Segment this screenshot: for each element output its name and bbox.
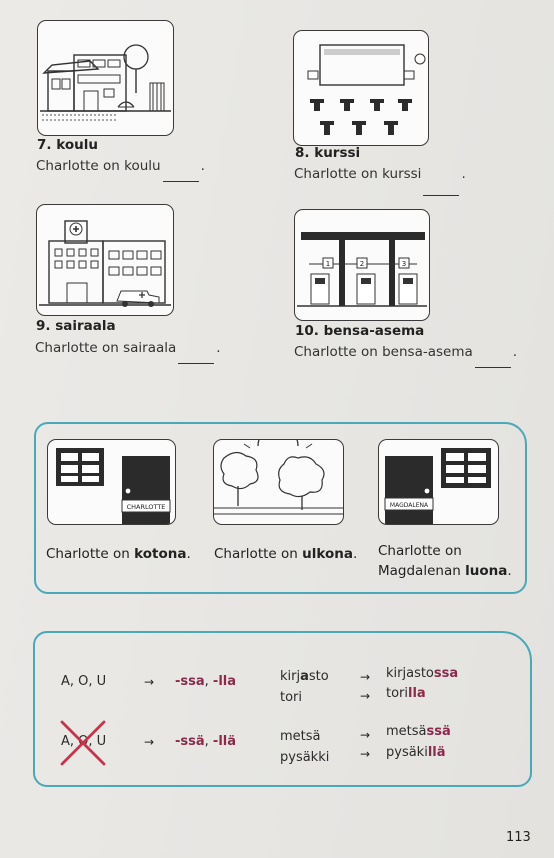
friends-home-panel: MAGDALENA — [378, 439, 499, 525]
exercise-sentence: Charlotte on sairaala. — [35, 340, 221, 364]
door-nameplate: CHARLOTTE — [127, 503, 166, 511]
caption-outdoors: Charlotte on ulkona. — [214, 546, 358, 562]
cross-icon — [60, 720, 106, 766]
exercise-number: 9. sairaala — [36, 318, 116, 334]
example-word: tori — [280, 690, 303, 705]
endings-front: -ssä, -llä — [175, 734, 237, 749]
back-vowels: A, O, U — [61, 674, 107, 689]
answer-blank[interactable] — [474, 366, 511, 368]
answer-blank[interactable] — [178, 362, 215, 364]
gas-station-picture: 1 2 3 — [294, 209, 430, 321]
outdoors-panel — [213, 439, 344, 525]
example-word: metsä — [280, 729, 321, 744]
example-word: kirjasto — [280, 669, 329, 684]
exercise-sentence: Charlotte on kurssi. — [294, 166, 466, 196]
classroom-picture — [293, 30, 429, 146]
arrow: → — [144, 675, 155, 689]
exercise-number: 7. koulu — [37, 137, 98, 153]
school-picture — [37, 20, 174, 136]
exercise-sentence: Charlotte on bensa-asema. — [294, 344, 517, 368]
caption-home: Charlotte on kotona. — [46, 546, 191, 562]
hospital-picture — [36, 204, 174, 316]
endings-back: -ssa, -lla — [175, 674, 237, 689]
arrow: → — [360, 747, 371, 761]
answer-blank[interactable] — [423, 194, 460, 196]
places-box — [34, 422, 527, 594]
pump-number-3: 3 — [402, 260, 406, 268]
home-panel: CHARLOTTE — [47, 439, 176, 525]
arrow: → — [360, 670, 371, 684]
exercise-number: 8. kurssi — [295, 145, 361, 161]
pump-number-1: 1 — [326, 260, 330, 268]
example-result: pysäkillä — [386, 745, 446, 760]
answer-blank[interactable] — [162, 180, 199, 182]
exercise-number: 10. bensa-asema — [295, 323, 425, 339]
pump-number-2: 2 — [360, 260, 364, 268]
door-nameplate: MAGDALENA — [390, 502, 429, 509]
page-number: 113 — [506, 830, 531, 845]
example-word: pysäkki — [280, 750, 330, 765]
example-result: torilla — [386, 686, 426, 701]
arrow: → — [360, 728, 371, 742]
exercise-sentence: Charlotte on koulu. — [36, 158, 205, 182]
caption-at-friends: Charlotte on Magdalenan luona. — [378, 543, 512, 579]
example-result: kirjastossa — [386, 666, 459, 681]
arrow: → — [144, 735, 155, 749]
grammar-box — [33, 631, 532, 787]
arrow: → — [360, 689, 371, 703]
example-result: metsässä — [386, 724, 451, 739]
